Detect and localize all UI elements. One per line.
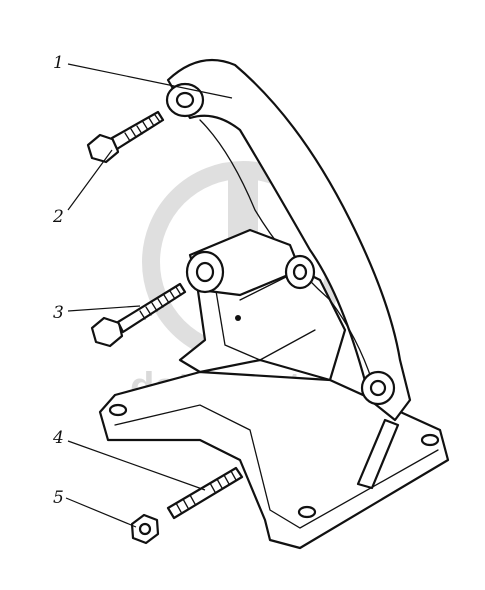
- arm-lower-eye: [360, 370, 396, 406]
- callout-2: 2: [52, 207, 64, 227]
- web-hole: [235, 315, 241, 321]
- callout-5: 5: [53, 488, 64, 508]
- front-brace: [356, 418, 400, 490]
- bolt-2-shank: [110, 110, 165, 151]
- arm-top-eye: [165, 82, 205, 118]
- bolt-2-head: [86, 133, 120, 164]
- nut-part-5: [130, 513, 160, 545]
- middle-boss-hole: [195, 261, 215, 283]
- base-hole-left: [108, 403, 128, 417]
- bolt-2-thread: [124, 114, 161, 142]
- callout-3: 3: [53, 303, 64, 323]
- base-hole-right: [420, 433, 440, 447]
- bolt-3-head: [90, 316, 124, 348]
- arm-top-hole: [175, 91, 195, 109]
- bolt-3-shank: [116, 282, 187, 334]
- stud-4-body: [166, 466, 244, 520]
- bracket-part-1: [98, 58, 450, 550]
- bolt-3-thread: [139, 286, 182, 320]
- side-boss: [284, 254, 316, 290]
- nut-5-hole: [138, 522, 152, 536]
- leader-line-2: [67, 149, 113, 211]
- leader-line-4: [67, 440, 206, 491]
- stud-4-thread: [175, 470, 237, 513]
- leader-line-5: [65, 497, 137, 528]
- arm-lower-hole: [369, 379, 387, 397]
- side-boss-hole: [292, 263, 308, 281]
- bracket-base-edge: [114, 404, 439, 529]
- leader-line-1: [67, 63, 233, 99]
- callout-4: 4: [52, 428, 64, 448]
- middle-boss-face: [185, 250, 225, 294]
- bolt-part-2: [86, 110, 165, 164]
- leader-line-3: [67, 305, 141, 312]
- base-hole-front: [297, 505, 317, 519]
- stud-part-4: [166, 466, 244, 520]
- callout-1: 1: [53, 53, 64, 73]
- nut-5-body: [130, 513, 160, 545]
- bolt-part-3: [90, 282, 187, 348]
